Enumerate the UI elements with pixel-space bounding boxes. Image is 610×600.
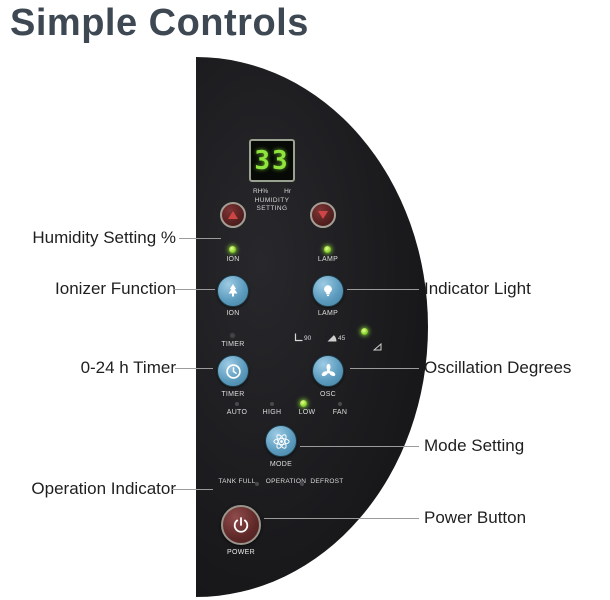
timer-led (229, 332, 236, 339)
callout-oscillation-degrees: Oscillation Degrees (424, 358, 572, 377)
tree-icon (228, 284, 238, 297)
fan-oscillation-icon (321, 363, 335, 376)
ion-button[interactable] (217, 275, 249, 307)
angle-45-indicator: 45 (327, 333, 345, 342)
ion-led (229, 246, 236, 253)
timer-button[interactable] (217, 355, 249, 387)
lamp-led-label: LAMP (317, 256, 339, 263)
low-led (300, 400, 307, 407)
osc-button-label: OSC (319, 391, 337, 398)
humidity-display: 33 (249, 139, 295, 182)
callout-operation-indicator: Operation Indicator (31, 479, 176, 498)
callout-timer: 0-24 h Timer (80, 358, 176, 377)
power-icon (233, 517, 249, 533)
display-caption-setting: SETTING (256, 205, 288, 212)
callout-line-ionizer (173, 289, 215, 290)
display-units: RH% Hr (249, 188, 295, 195)
up-arrow-icon (228, 211, 238, 219)
tank-full-label: TANK FULL (218, 478, 256, 485)
clock-icon (225, 363, 241, 379)
ion-button-label: ION (226, 310, 240, 317)
callout-indicator-light: Indicator Light (424, 279, 531, 298)
operation-label: OPERATION (265, 478, 307, 485)
lamp-button-label: LAMP (317, 310, 339, 317)
high-label: HIGH (262, 409, 282, 416)
callout-line-mode (300, 446, 419, 447)
callout-power-button: Power Button (424, 508, 527, 527)
mode-button[interactable] (265, 425, 297, 457)
humidity-up-button[interactable] (220, 202, 246, 228)
fan-led (338, 402, 342, 406)
atom-icon (272, 433, 290, 449)
angle-45-value: 45 (338, 334, 346, 342)
angle-90-value: 90 (304, 334, 312, 342)
callout-humidity-setting: Humidity Setting % (32, 228, 176, 247)
operation-led (255, 482, 259, 486)
callout-line-indicator-light (347, 289, 419, 290)
high-led (270, 402, 274, 406)
callout-line-oscillation (350, 368, 419, 369)
display-caption-humidity: HUMIDITY (254, 197, 290, 204)
callout-line-humidity (179, 238, 221, 239)
display-unit-hr: Hr (284, 188, 291, 195)
callout-line-timer (175, 368, 213, 369)
display-unit-rh: RH% (253, 188, 269, 195)
power-button-label: POWER (227, 549, 255, 556)
osc-button[interactable] (312, 355, 344, 387)
control-panel: 33 RH% Hr HUMIDITY SETTING ION LAMP ION (196, 57, 428, 597)
auto-led (235, 402, 239, 406)
callout-line-power (264, 518, 419, 519)
humidity-down-button[interactable] (310, 202, 336, 228)
lamp-button[interactable] (312, 275, 344, 307)
humidity-display-value: 33 (254, 145, 290, 176)
fan-label: FAN (332, 409, 348, 416)
defrost-led (300, 482, 304, 486)
down-arrow-icon (318, 211, 328, 219)
lamp-led (324, 246, 331, 253)
defrost-label: DEFROST (310, 478, 344, 485)
angle-icon (373, 343, 382, 351)
timer-led-label: TIMER (221, 341, 245, 348)
angle-90-indicator: 90 (294, 333, 311, 342)
angle-90-icon (294, 333, 303, 342)
callout-ionizer-function: Ionizer Function (55, 279, 176, 298)
page-title: Simple Controls (10, 2, 309, 44)
callout-mode-setting: Mode Setting (424, 436, 525, 455)
angle-45-icon (327, 335, 337, 342)
auto-label: AUTO (226, 409, 248, 416)
timer-button-label: TIMER (221, 391, 245, 398)
callout-line-operation (171, 489, 213, 490)
low-label: LOW (298, 409, 316, 416)
oscillation-led (361, 328, 368, 335)
ion-led-label: ION (226, 256, 240, 263)
lamp-icon (324, 285, 332, 297)
power-button[interactable] (221, 505, 261, 545)
mode-button-label: MODE (269, 461, 293, 468)
